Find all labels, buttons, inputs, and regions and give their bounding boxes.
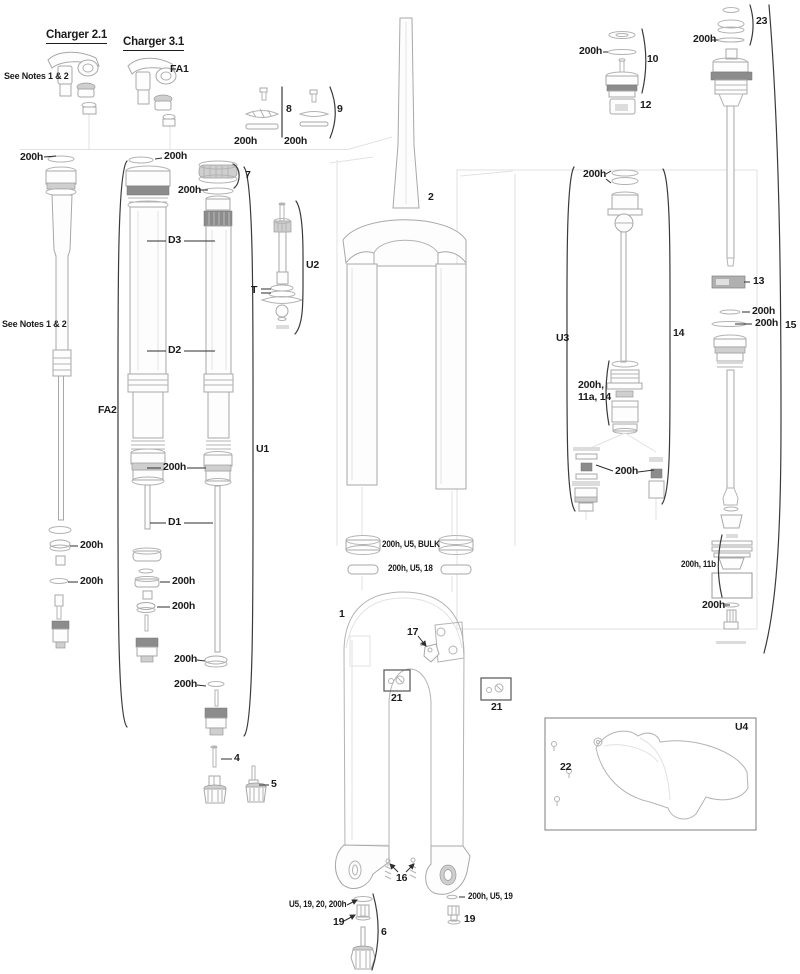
item-number-6: 6 [381,926,387,938]
item-17-part [420,642,440,663]
right-damper-column [710,7,753,644]
dim-label-d1: D1 [168,516,182,528]
label-200h-right-bottom: 200h [702,599,726,611]
u3-shaft-group [572,169,665,520]
item-number-23: 23 [756,15,768,27]
item-number-13: 13 [753,275,765,287]
label-seal-11a: 200h,11a, 14 [578,379,611,403]
label-200h-left-b: 200h [80,575,104,587]
label-seal-11b: 200h, 11b [681,559,716,570]
heading-charger-21: Charger 2.1 [46,29,107,44]
item-4-knob [203,745,227,804]
label-200h-left-a: 200h [80,539,104,551]
item-21-hardware-right [480,677,512,701]
label-seal-11a-line2: 11a, 14 [578,391,612,404]
label-200h-u3-top: 200h [583,168,607,180]
group-label-fa2: FA2 [98,404,117,416]
label-foam-ring: 200h, U5, 18 [388,563,433,574]
item-21-hardware-left [383,669,411,692]
item-number-19-right: 19 [464,913,476,925]
item-number-16: 16 [396,872,408,884]
label-200h-mid-b: 200h [172,600,196,612]
label-seal-11a-line1: 200h, [578,379,604,391]
label-bolt-right: 200h, U5, 19 [468,891,513,902]
label-200h-topcap: 200h [579,45,603,57]
item-8-parts [244,87,280,130]
item-number-8: 8 [286,103,292,115]
label-rebound-assy: U5, 19, 20, 200h [289,899,347,910]
label-200h-23: 200h [693,33,717,45]
item-number-21-right: 21 [491,701,503,713]
item-number-5: 5 [271,778,277,790]
fa2-damper-column [125,156,171,663]
label-200h-fa2-top: 200h [164,150,188,162]
item-number-17: 17 [407,626,419,638]
label-fa1: FA1 [170,63,189,75]
rebound-knob-group [350,896,376,970]
topcap-group-10 [605,31,639,115]
leader-lines [43,39,752,922]
u2-shaft-column [260,202,304,329]
charger-21-lever [47,51,100,115]
lower-legs [335,591,471,895]
label-t: T [251,284,258,296]
dim-label-d2: D2 [168,344,182,356]
item-number-22: 22 [560,761,572,773]
item-number-1: 1 [339,608,345,620]
label-200h-item8: 200h [234,135,258,147]
label-200h-left-damper-top: 200h [20,151,44,163]
bolt-19-right [446,894,461,925]
label-200h-15a: 200h [752,305,776,317]
heading-charger-31: Charger 3.1 [123,36,184,51]
group-label-u4: U4 [735,721,749,733]
note-see-notes-left: See Notes 1 & 2 [2,319,67,329]
item-number-2: 2 [428,191,434,203]
label-200h-u1-a: 200h [174,653,198,665]
label-bulk-seal: 200h, U5, BULK [382,539,440,550]
label-200h-u3-bottom: 200h [615,465,639,477]
dim-label-d3: D3 [168,234,182,246]
dust-seals [345,487,474,592]
item-number-14: 14 [673,327,685,339]
item-number-10: 10 [647,53,659,65]
note-see-notes-top: See Notes 1 & 2 [4,71,69,81]
label-200h-15b: 200h [755,317,779,329]
item-number-7: 7 [245,169,251,181]
item-9-parts [298,89,330,127]
group-label-u1: U1 [256,443,270,455]
item-number-12: 12 [640,99,652,111]
item-5-knob [245,765,267,803]
item-number-19-left: 19 [333,916,345,928]
label-200h-collar: 200h [163,461,187,473]
label-200h-mid-a: 200h [172,575,196,587]
item-number-4: 4 [234,752,240,764]
group-label-u2: U2 [306,259,320,271]
label-200h-u1-b: 200h [174,678,198,690]
crown-steerer-assembly [342,17,467,490]
label-200h-crimp: 200h [178,184,202,196]
charger-21-damper-column [45,155,77,649]
brackets [117,4,782,971]
u1-damper-column [198,160,238,736]
item-number-21-left: 21 [391,692,403,704]
item-number-9: 9 [337,103,343,115]
item-number-15: 15 [785,319,797,331]
fender-box [544,717,757,831]
group-label-u3: U3 [556,332,570,344]
label-200h-item9: 200h [284,135,308,147]
charger-31-lever [127,57,177,127]
